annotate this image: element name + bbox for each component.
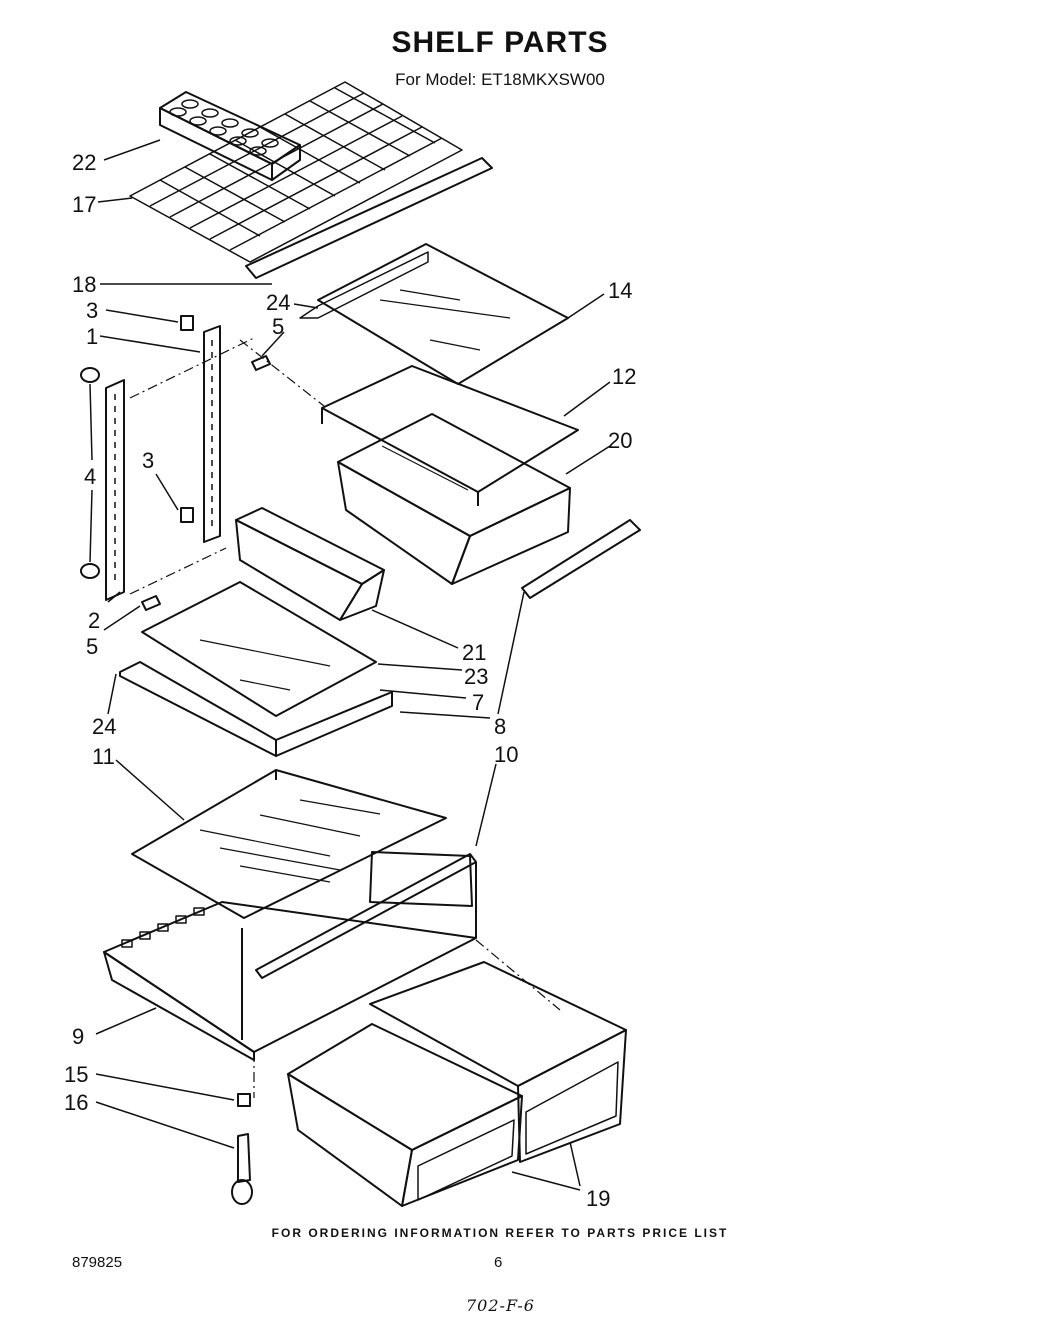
crisper-drawer-right (369, 961, 627, 1163)
callout-3-upper: 3 (86, 298, 98, 323)
callout-22: 22 (72, 150, 96, 175)
page-number: 6 (494, 1254, 503, 1271)
callout-20: 20 (608, 428, 632, 453)
callout-24-lower: 24 (92, 714, 116, 739)
callout-8: 8 (494, 714, 506, 739)
meat-drawer (337, 413, 571, 585)
callout-23: 23 (464, 664, 488, 689)
wire-shelf (129, 81, 463, 263)
callout-5-lower: 5 (86, 634, 98, 659)
alignment-lines (129, 337, 561, 1098)
crisper-cover (255, 851, 477, 979)
callout-21: 21 (462, 640, 486, 665)
callout-9: 9 (72, 1024, 84, 1049)
callout-17: 17 (72, 192, 96, 217)
callout-labels: 22 17 18 24 14 3 5 1 12 4 20 3 2 5 21 23… (64, 150, 636, 1211)
crisper-frame (321, 365, 579, 506)
callout-19: 19 (586, 1186, 610, 1211)
document-number: 879825 (72, 1254, 123, 1271)
glass-shelf-upper (299, 243, 569, 385)
ladder-rail-rear (203, 325, 221, 543)
glass-shelf-large (131, 769, 447, 919)
callout-1: 1 (86, 324, 98, 349)
callout-18: 18 (72, 272, 96, 297)
drawer-rail-right (521, 519, 641, 599)
callout-14: 14 (608, 278, 632, 303)
callout-7: 7 (472, 690, 484, 715)
ice-cube-tray (159, 91, 301, 181)
callout-3-lower: 3 (142, 448, 154, 473)
page-title: SHELF PARTS (391, 26, 609, 59)
callout-4: 4 (84, 464, 96, 489)
storage-bin (235, 507, 385, 621)
ladder-rail-front (105, 379, 125, 601)
crisper-drawer-left (287, 1023, 523, 1207)
callout-16: 16 (64, 1090, 88, 1115)
callout-12: 12 (612, 364, 636, 389)
handwritten-note: 702-F-6 (466, 1296, 535, 1315)
leader-lines (89, 139, 611, 1191)
callout-11: 11 (92, 744, 115, 769)
leveling-leg (231, 1093, 253, 1205)
callout-5-upper: 5 (272, 314, 284, 339)
shelf-brackets (141, 315, 271, 611)
glass-shelf-middle (119, 581, 393, 757)
callout-24-upper: 24 (266, 290, 290, 315)
callout-10: 10 (494, 742, 518, 767)
rail-end-caps (80, 367, 100, 579)
model-subtitle: For Model: ET18MKXSW00 (395, 70, 605, 89)
shelf-rail (245, 157, 493, 279)
callout-2: 2 (88, 608, 100, 633)
callout-15: 15 (64, 1062, 88, 1087)
ordering-note: FOR ORDERING INFORMATION REFER TO PARTS … (271, 1226, 729, 1240)
